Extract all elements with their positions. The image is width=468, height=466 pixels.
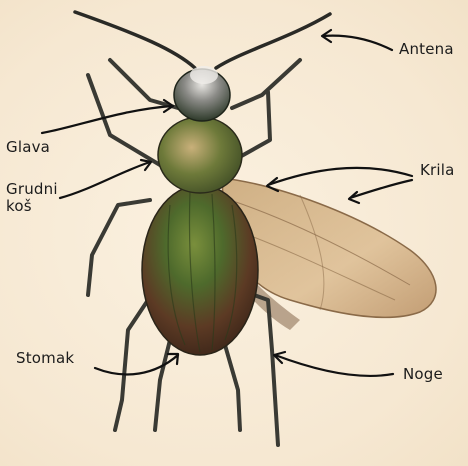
arrow-krila-1	[268, 168, 412, 185]
label-noge: Noge	[403, 366, 443, 383]
label-antena: Antena	[399, 41, 454, 58]
thorax	[158, 117, 242, 193]
arrow-grudni-kos	[60, 162, 150, 198]
label-stomak: Stomak	[16, 350, 74, 367]
label-grudni-kos: Grudni koš	[6, 181, 58, 215]
antennae	[75, 12, 330, 68]
label-krila: Krila	[420, 162, 455, 179]
arrow-noge	[275, 355, 393, 376]
abdomen	[142, 185, 258, 355]
label-glava: Glava	[6, 139, 50, 156]
arrow-krila-2	[350, 180, 412, 198]
head-highlight	[190, 66, 218, 84]
arrow-antena	[323, 36, 392, 50]
